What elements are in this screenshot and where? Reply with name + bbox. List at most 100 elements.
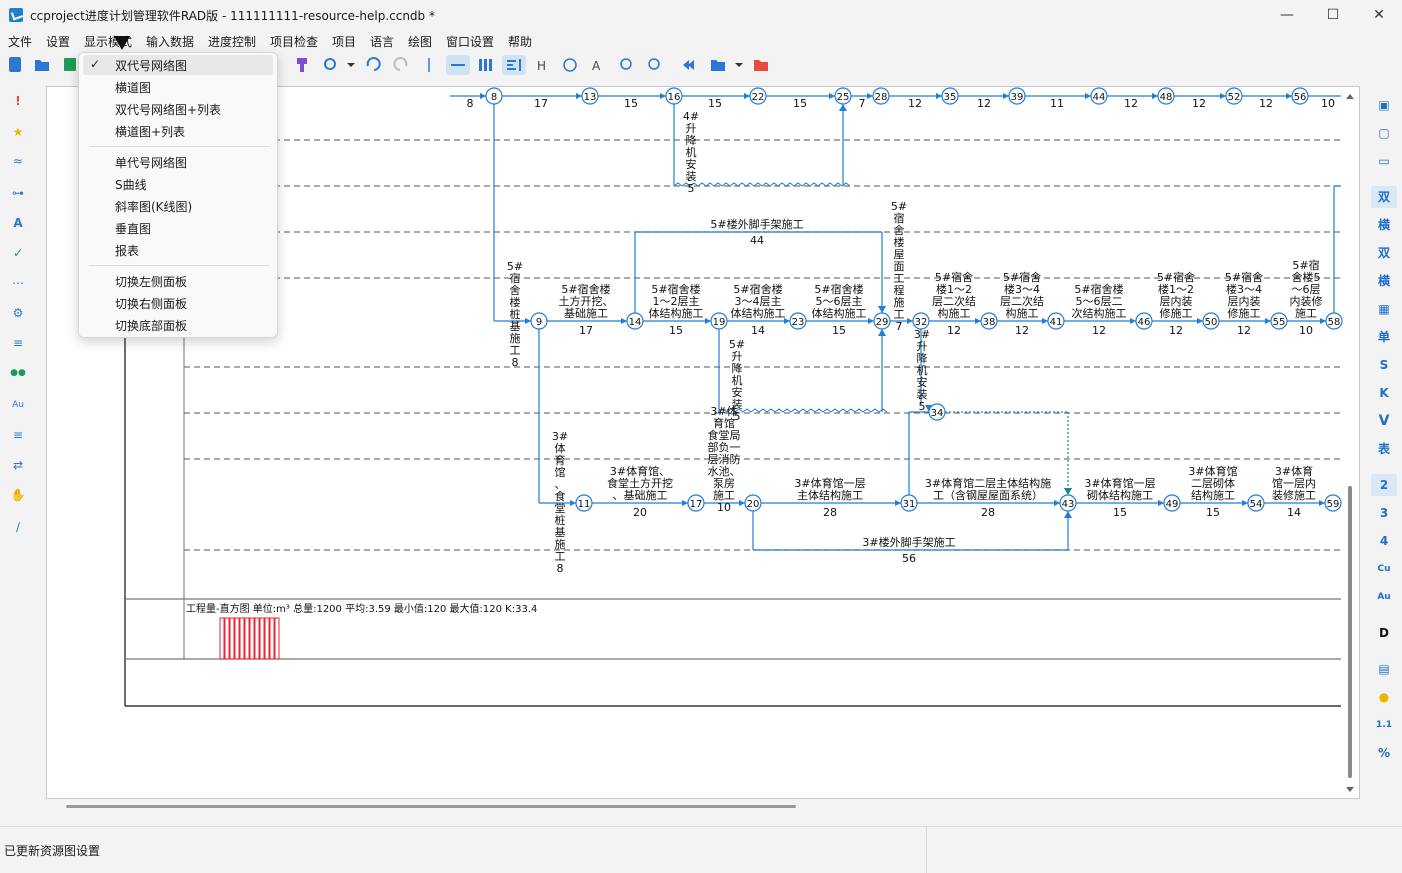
calendar-icon[interactable]: ▤ — [1378, 662, 1390, 676]
zoom-search-icon[interactable] — [324, 58, 336, 70]
check-icon: ✓ — [90, 57, 101, 71]
arrow-head — [480, 93, 486, 99]
percent-button[interactable]: % — [1377, 746, 1391, 760]
zoom-out-icon[interactable] — [620, 58, 632, 70]
menu-draw[interactable]: 绘图 — [408, 35, 433, 49]
d-button[interactable]: D — [1379, 626, 1389, 640]
panel-bottom-icon[interactable]: ▭ — [1378, 154, 1390, 168]
arrow-head — [525, 318, 531, 324]
vertical-activity-label: 馆 — [555, 465, 566, 479]
dd-report[interactable]: 报表 — [115, 244, 140, 258]
pen-icon[interactable]: ∕ — [15, 520, 21, 534]
menu-settings[interactable]: 设置 — [46, 35, 71, 49]
red-folder-icon[interactable] — [754, 60, 768, 71]
swap-icon[interactable]: ⇄ — [12, 458, 24, 472]
view-single-code[interactable]: 单 — [1377, 330, 1390, 344]
menu-project-check[interactable]: 项目检查 — [270, 35, 319, 49]
sort-icon[interactable]: ≡ — [12, 336, 24, 350]
columns-icon[interactable] — [479, 59, 492, 71]
h-tool-label[interactable]: H — [537, 59, 546, 73]
level-2-button[interactable]: 2 — [1371, 474, 1397, 496]
view-gantt-list[interactable]: 横 — [1377, 274, 1390, 288]
node-number: 50 — [1205, 317, 1218, 328]
brush-icon[interactable] — [297, 58, 307, 72]
horizontal-scroll-thumb[interactable] — [66, 805, 796, 808]
save-icon[interactable] — [64, 58, 76, 71]
node-circle — [1157, 87, 1175, 105]
scroll-up-arrow[interactable] — [1346, 94, 1354, 99]
layout-toggle-icon[interactable] — [502, 55, 526, 75]
status-message: 已更新资源图设置 — [4, 844, 101, 858]
link-icon[interactable]: ⊶ — [12, 186, 24, 200]
dd-toggle-right-panel[interactable]: 切换右侧面板 — [115, 297, 188, 311]
view-k-line[interactable]: K — [1379, 386, 1389, 400]
node-circle — [744, 494, 762, 512]
comment-icon[interactable]: ● — [1378, 690, 1390, 704]
menu-file[interactable]: 文件 — [8, 35, 33, 49]
table-grid-icon[interactable]: ▦ — [1378, 302, 1390, 316]
dd-vertical-chart[interactable]: 垂直图 — [115, 222, 152, 236]
menu-input-data[interactable]: 输入数据 — [146, 35, 195, 49]
hand-icon[interactable]: ✋ — [10, 488, 26, 502]
dd-double-code-network-list[interactable]: 双代号网络图+列表 — [115, 103, 222, 117]
arrow-head — [975, 318, 981, 324]
scroll-down-arrow[interactable] — [1346, 787, 1354, 792]
gear-icon[interactable]: ⚙ — [12, 306, 24, 320]
ratio-button[interactable]: 1.1 — [1376, 720, 1392, 730]
view-gantt[interactable]: 横 — [1377, 218, 1390, 232]
view-vertical[interactable]: V — [1378, 413, 1390, 429]
text-style-icon[interactable]: A — [13, 216, 23, 230]
au-button[interactable]: Au — [1377, 592, 1391, 602]
scroll-thumb[interactable] — [1348, 486, 1352, 778]
alert-icon[interactable]: ! — [15, 94, 21, 108]
dd-gantt[interactable]: 横道图 — [115, 81, 152, 95]
folder-menu-icon[interactable] — [711, 60, 725, 71]
dots-icon[interactable]: ⋯ — [12, 276, 24, 290]
cu-button[interactable]: Cu — [1377, 564, 1391, 574]
au-icon[interactable]: Au — [12, 400, 24, 410]
undo-icon[interactable] — [366, 57, 381, 71]
menu-project[interactable]: 项目 — [332, 35, 357, 49]
panel-right-icon[interactable]: ▢ — [1378, 126, 1390, 140]
maximize-button[interactable]: ☐ — [1326, 7, 1340, 23]
level-3-button[interactable]: 3 — [1379, 506, 1389, 520]
dd-slope-chart[interactable]: 斜率图(K线图) — [115, 200, 193, 214]
check-icon[interactable]: ✓ — [12, 246, 24, 260]
dd-gantt-list[interactable]: 横道图+列表 — [115, 125, 186, 139]
close-button[interactable]: ✕ — [1373, 7, 1385, 23]
menu-window-settings[interactable]: 窗口设置 — [446, 35, 495, 49]
info-icon[interactable] — [563, 58, 577, 72]
dd-s-curve[interactable]: S曲线 — [115, 178, 147, 192]
rewind-icon[interactable] — [683, 60, 694, 70]
zoom-in-icon[interactable] — [648, 58, 660, 70]
view-s-curve[interactable]: S — [1379, 358, 1389, 372]
view-report[interactable]: 表 — [1377, 442, 1390, 456]
star-icon[interactable]: ★ — [12, 125, 24, 139]
open-folder-icon[interactable] — [35, 60, 49, 71]
menu-language[interactable]: 语言 — [370, 35, 395, 49]
vertical-scrollbar[interactable] — [1345, 90, 1355, 796]
dd-single-code-network[interactable]: 单代号网络图 — [115, 156, 188, 170]
filter-icon[interactable]: ≡ — [12, 428, 24, 442]
duration-label: 15 — [1113, 506, 1127, 519]
view-double-code[interactable]: 双 — [1371, 186, 1397, 208]
users-icon[interactable]: ●● — [10, 368, 26, 378]
dd-toggle-bottom-panel[interactable]: 切换底部面板 — [115, 319, 188, 333]
panel-left-icon[interactable]: ▣ — [1378, 98, 1390, 112]
vertical-activity-label: 4# — [683, 110, 699, 123]
duration-label: 17 — [534, 97, 548, 110]
wave-icon[interactable]: ≈ — [12, 154, 24, 168]
dd-double-code-network[interactable]: 双代号网络图 — [115, 59, 188, 73]
menu-progress-control[interactable]: 进度控制 — [208, 35, 257, 49]
a-tool-label[interactable]: A — [592, 59, 601, 73]
minimize-button[interactable]: — — [1280, 7, 1294, 23]
new-file-icon[interactable] — [9, 57, 21, 72]
menu-help[interactable]: 帮助 — [508, 35, 533, 49]
histogram-bar — [234, 617, 240, 660]
view-double-code-list[interactable]: 双 — [1377, 246, 1390, 260]
folder-dropdown-icon[interactable] — [735, 63, 743, 67]
zoom-dropdown-icon[interactable] — [347, 63, 355, 67]
dd-toggle-left-panel[interactable]: 切换左侧面板 — [115, 275, 188, 289]
redo-icon[interactable] — [393, 57, 408, 71]
level-4-button[interactable]: 4 — [1379, 534, 1389, 548]
